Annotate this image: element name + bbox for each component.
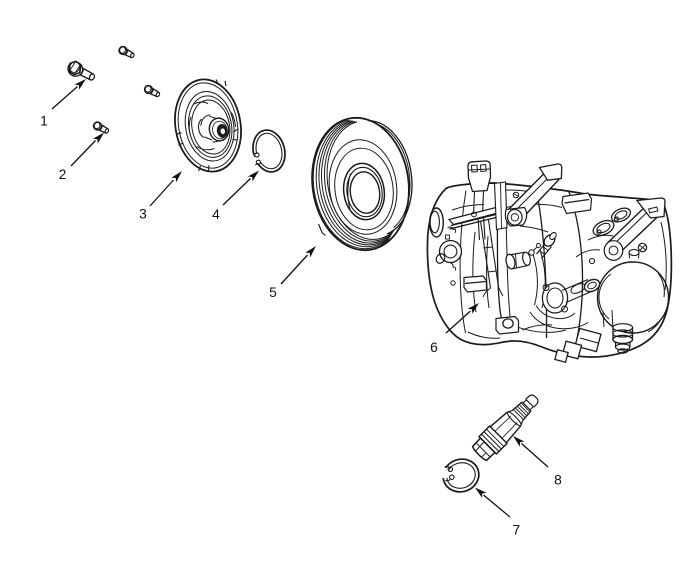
svg-text:1: 1 <box>40 114 48 129</box>
svg-text:3: 3 <box>139 207 147 222</box>
svg-text:4: 4 <box>212 207 220 222</box>
svg-text:8: 8 <box>554 473 562 488</box>
svg-text:7: 7 <box>513 522 521 537</box>
svg-text:6: 6 <box>430 340 438 355</box>
svg-text:5: 5 <box>269 285 277 300</box>
svg-text:2: 2 <box>59 167 67 182</box>
